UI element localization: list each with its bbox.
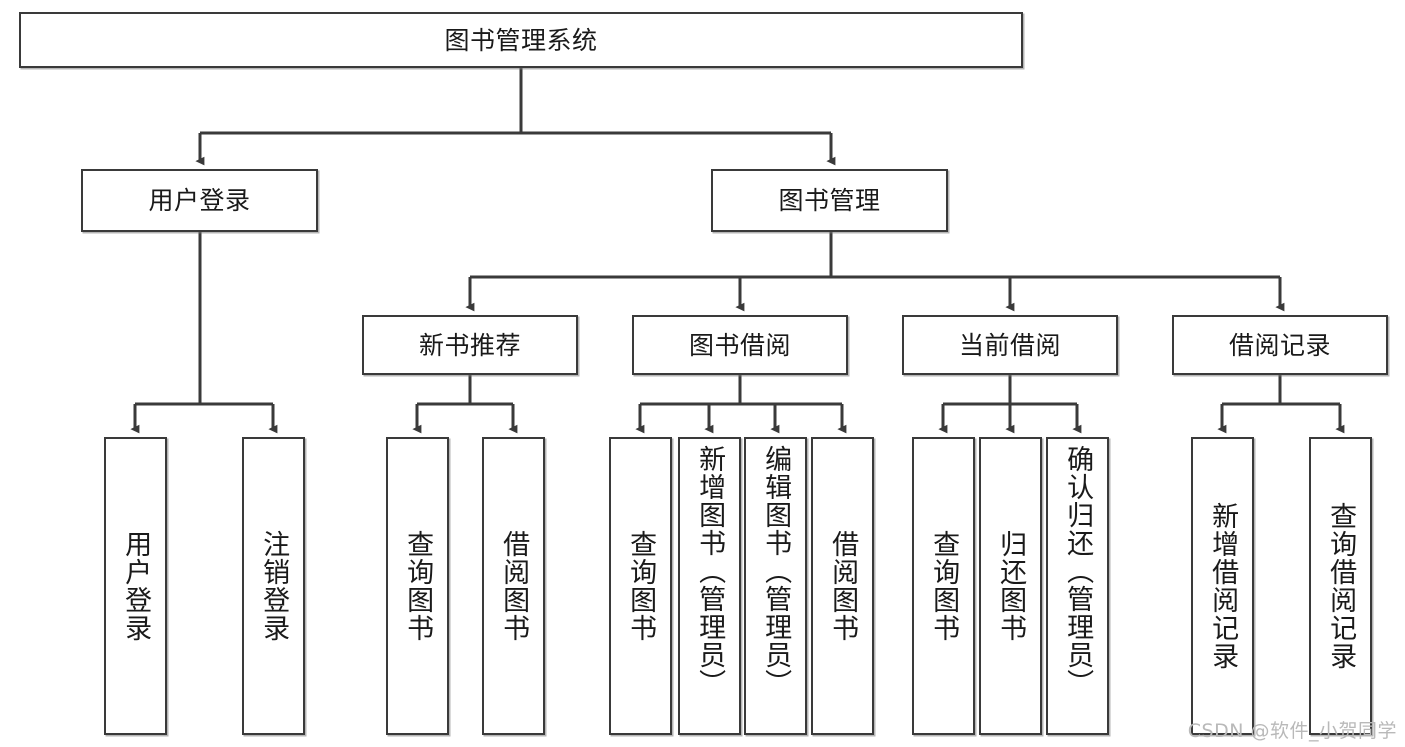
node-label: 注销登录 [258,530,290,642]
leaf-borrow-record-query[interactable]: 查询借阅记录 [1309,437,1372,735]
node-label: 用户登录 [148,186,251,215]
node-label: 确认归还（管理员） [1062,445,1094,697]
node-current-borrow[interactable]: 当前借阅 [902,315,1118,375]
node-label: 图书管理 [778,186,881,215]
node-label: 借阅图书 [498,530,530,642]
leaf-book-borrow-edit[interactable]: 编辑图书（管理员） [744,437,807,735]
leaf-book-borrow-query[interactable]: 查询图书 [609,437,672,735]
node-label: 用户登录 [120,530,152,642]
leaf-book-borrow-lend[interactable]: 借阅图书 [811,437,874,735]
leaf-user-login-signout[interactable]: 注销登录 [242,437,305,735]
node-label: 借阅记录 [1228,330,1331,360]
node-new-book-recommend[interactable]: 新书推荐 [362,315,578,375]
node-root-system[interactable]: 图书管理系统 [19,12,1023,68]
watermark: CSDN @软件_小贺同学 [1187,720,1397,742]
leaf-user-login-signin[interactable]: 用户登录 [104,437,167,735]
node-label: 当前借阅 [958,330,1061,360]
node-label: 查询图书 [625,530,657,642]
node-label: 借阅图书 [827,530,859,642]
node-label: 查询图书 [402,530,434,642]
leaf-new-book-query[interactable]: 查询图书 [386,437,449,735]
node-book-management[interactable]: 图书管理 [711,169,948,232]
node-label: 新书推荐 [418,330,521,360]
node-label: 编辑图书（管理员） [760,445,792,697]
node-label: 图书借阅 [688,330,791,360]
node-borrow-record[interactable]: 借阅记录 [1172,315,1388,375]
node-label: 归还图书 [995,530,1027,642]
node-label: 新增图书（管理员） [694,445,726,697]
leaf-current-borrow-confirm-return[interactable]: 确认归还（管理员） [1046,437,1109,735]
node-label: 查询图书 [928,530,960,642]
node-book-borrow[interactable]: 图书借阅 [632,315,848,375]
leaf-borrow-record-add[interactable]: 新增借阅记录 [1191,437,1254,735]
leaf-new-book-borrow[interactable]: 借阅图书 [482,437,545,735]
node-user-login[interactable]: 用户登录 [81,169,318,232]
node-label: 查询借阅记录 [1325,502,1357,670]
node-label: 新增借阅记录 [1207,502,1239,670]
leaf-book-borrow-add[interactable]: 新增图书（管理员） [678,437,741,735]
leaf-current-borrow-query[interactable]: 查询图书 [912,437,975,735]
leaf-current-borrow-return[interactable]: 归还图书 [979,437,1042,735]
node-label: 图书管理系统 [444,25,598,55]
